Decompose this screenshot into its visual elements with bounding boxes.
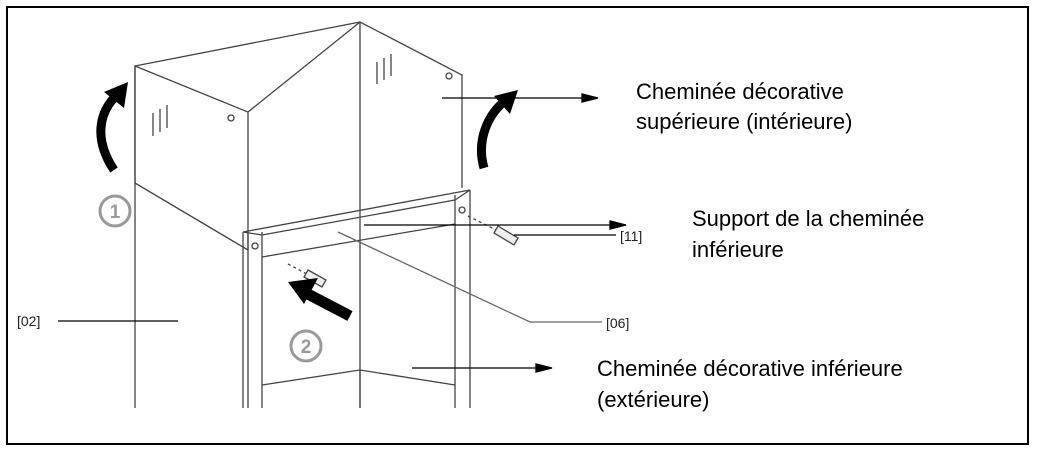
diagram-frame — [6, 6, 1029, 445]
ref-part-11: [11] — [620, 228, 643, 244]
label-lower-chimney-line1: Cheminée décorative inférieure — [597, 356, 903, 381]
step-1-circle — [98, 194, 132, 228]
lower-chimney-inner-panel — [261, 369, 456, 386]
step-1-number: 1 — [110, 202, 121, 223]
upper-chimney-left-panel — [134, 65, 249, 252]
push-arrow-icon — [301, 287, 353, 321]
upper-chimney-right-panel — [247, 21, 463, 188]
upper-chimney-top-edge — [134, 21, 361, 67]
lift-arrow-left-icon — [96, 90, 122, 173]
label-lower-chimney-line2: (extérieure) — [597, 387, 710, 412]
ref-part-02: [02] — [17, 313, 41, 329]
label-support-line2: inférieure — [692, 237, 784, 262]
ref-part-06: [06] — [606, 315, 630, 331]
leader-part-06 — [337, 231, 602, 323]
step-2-circle — [289, 329, 323, 363]
label-support-line1: Support de la cheminée — [692, 206, 925, 231]
step-2-number: 2 — [301, 337, 312, 358]
support-bracket — [242, 189, 471, 258]
label-upper-chimney-line2: supérieure (intérieure) — [636, 109, 853, 134]
lift-arrow-right-icon — [476, 96, 509, 170]
label-upper-chimney-line1: Cheminée décorative — [636, 79, 844, 104]
